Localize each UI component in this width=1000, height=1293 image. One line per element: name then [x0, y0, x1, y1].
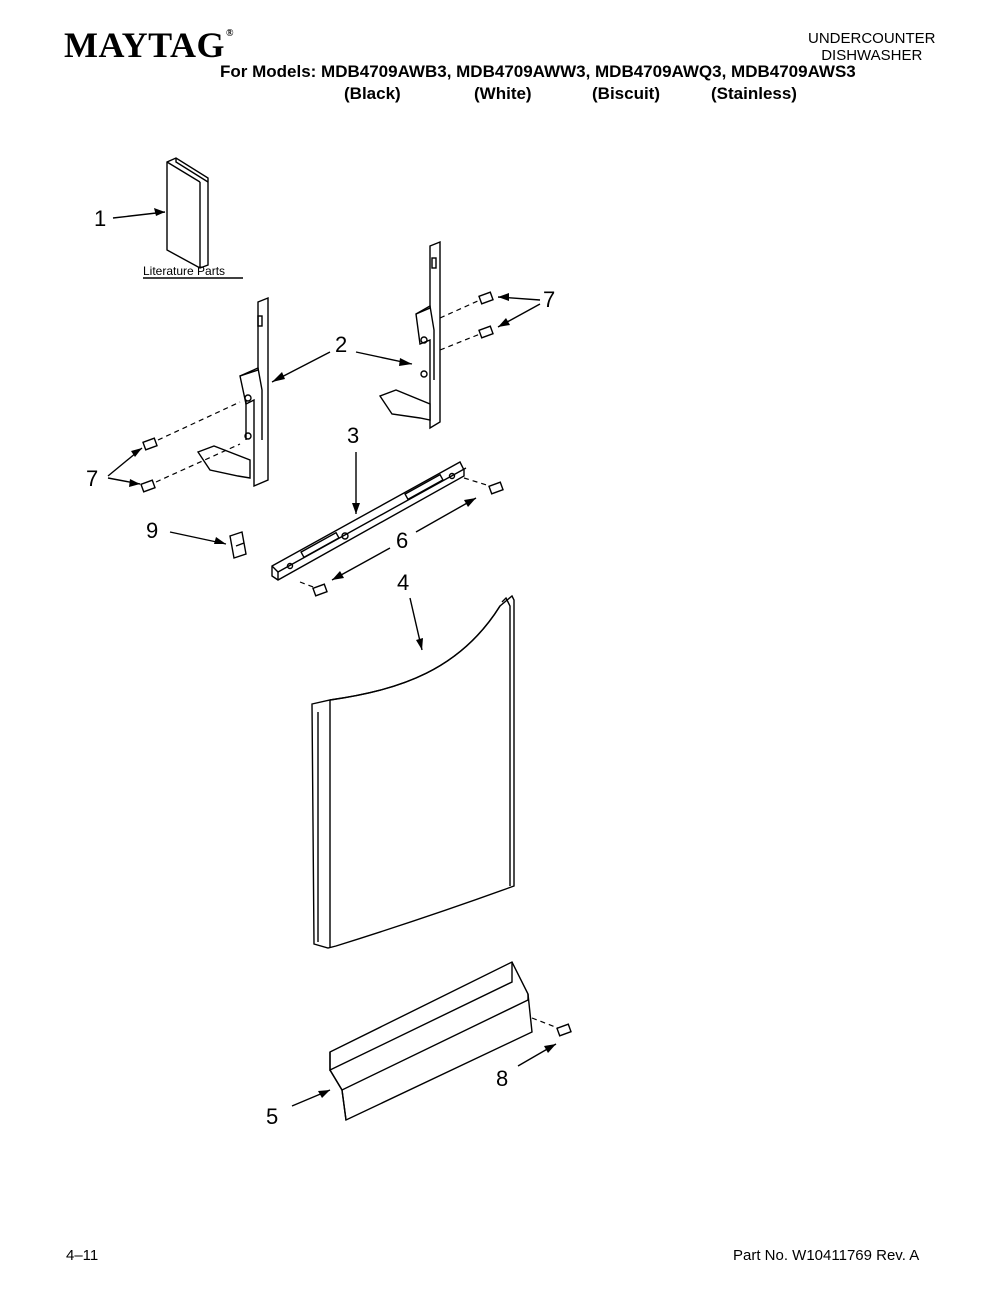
toe-panel-screw	[531, 1017, 572, 1037]
color-biscuit: (Biscuit)	[592, 84, 660, 103]
callout-6: 6	[396, 528, 408, 553]
models-line: For Models: MDB4709AWB3, MDB4709AWW3, MD…	[220, 62, 856, 81]
leader-6-upper	[415, 497, 477, 533]
callout-7-left: 7	[86, 466, 98, 491]
door-panel	[311, 594, 515, 949]
callout-4: 4	[397, 570, 409, 595]
door-clip	[229, 531, 247, 559]
callout-9: 9	[146, 518, 158, 543]
part-number: Part No. W10411769 Rev. A	[733, 1247, 920, 1264]
door-mounting-rail	[271, 461, 467, 581]
product-type-line1: UNDERCOUNTER	[808, 30, 936, 47]
page-number: 4–11	[66, 1247, 99, 1264]
callout-7-right: 7	[543, 287, 555, 312]
callout-3: 3	[347, 423, 359, 448]
callout-1: 1	[94, 206, 106, 231]
product-type: UNDERCOUNTER DISHWASHER	[808, 30, 936, 64]
literature-parts-caption: Literature Parts	[143, 264, 225, 278]
product-type-line2: DISHWASHER	[821, 47, 923, 64]
callout-8: 8	[496, 1066, 508, 1091]
toe-panel	[329, 961, 533, 1122]
color-white: (White)	[474, 84, 532, 103]
color-stainless: (Stainless)	[711, 84, 797, 103]
hinge-screws-right	[439, 291, 494, 351]
callout-2: 2	[335, 332, 347, 357]
hinge-bracket-left	[196, 296, 269, 488]
rail-screws	[299, 477, 504, 597]
registered-mark: ®	[226, 28, 234, 39]
hinge-bracket-right	[378, 240, 441, 430]
brand-name: MAYTAG	[64, 25, 226, 65]
hinge-screws-left	[140, 401, 241, 493]
callout-5: 5	[266, 1104, 278, 1129]
literature-booklet	[166, 157, 209, 269]
maytag-logo: MAYTAG®	[64, 24, 234, 66]
color-black: (Black)	[344, 84, 401, 103]
